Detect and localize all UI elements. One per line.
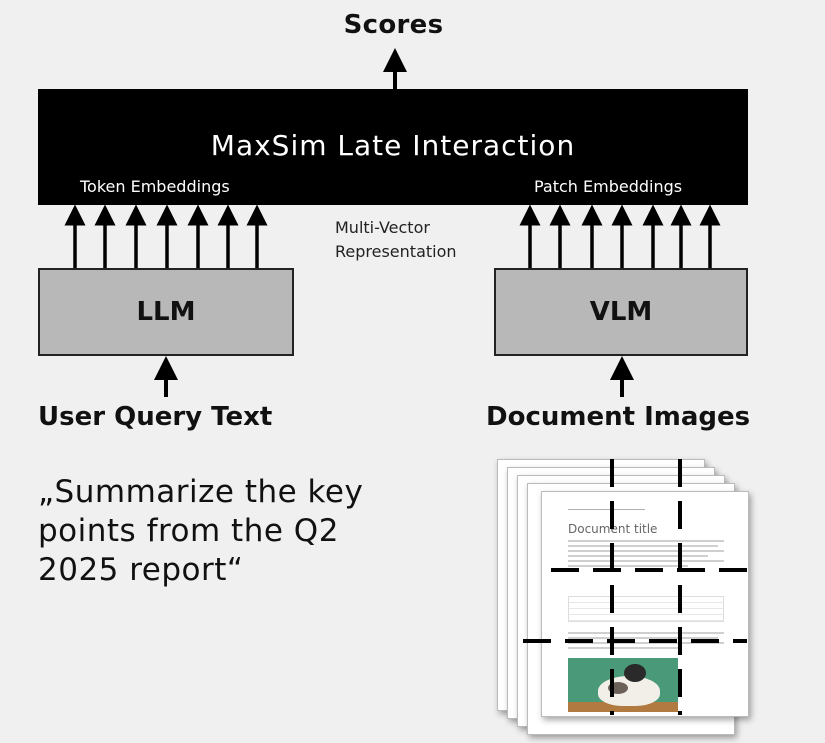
document-text-line [568,555,708,557]
document-text-line [568,540,724,542]
document-text-line [568,550,724,552]
photo-table [568,702,678,712]
document-page-front: ▔▔▔▔▔▔▔▔▔▔▔▔▔▔▔▔▔▔▔▔ Document title ▔▔ [541,491,749,717]
patch-grid-lines [523,459,747,715]
llm-box: LLM [38,268,294,356]
query-line-1: „Summarize the key [38,474,364,510]
patch-embeddings-label: Patch Embeddings [534,177,683,196]
document-text-line [568,632,724,634]
document-text-line [568,545,718,547]
document-text-line [568,647,678,649]
query-example-text: „Summarize the key points from the Q2 20… [38,473,398,590]
document-table [568,596,724,622]
document-cat-photo [568,658,678,712]
patch-embedding-arrows [519,204,721,268]
token-embedding-arrows [64,204,268,268]
multi-vector-representation-label: Multi-Vector Representation [335,216,457,264]
token-embeddings-label: Token Embeddings [80,177,230,196]
document-text-line [568,637,718,639]
query-line-3: 2025 report“ [38,552,244,588]
document-text-line [568,565,688,567]
document-images-label: Document Images [486,402,751,432]
mv-label-line2: Representation [335,242,457,261]
vlm-label: VLM [589,297,653,327]
user-query-text-label: User Query Text [38,402,273,432]
cat-head [624,664,646,682]
maxsim-title: MaxSim Late Interaction [210,129,576,162]
document-images-stack: ▔▔▔▔▔▔▔▔▔▔▔▔▔▔▔▔▔▔▔▔ Document title ▔▔ [497,459,753,735]
document-text-line [568,560,724,562]
maxsim-interaction-block: MaxSim Late Interaction Token Embeddings… [38,89,748,205]
query-line-2: points from the Q2 [38,513,339,549]
llm-label: LLM [136,297,196,327]
scores-label: Scores [343,10,444,40]
document-header-line: ▔▔▔▔▔▔▔▔▔▔▔▔▔▔▔▔▔▔▔▔ [568,510,645,516]
vlm-box: VLM [494,268,748,356]
document-text-line [568,642,724,644]
mv-label-line1: Multi-Vector [335,218,430,237]
